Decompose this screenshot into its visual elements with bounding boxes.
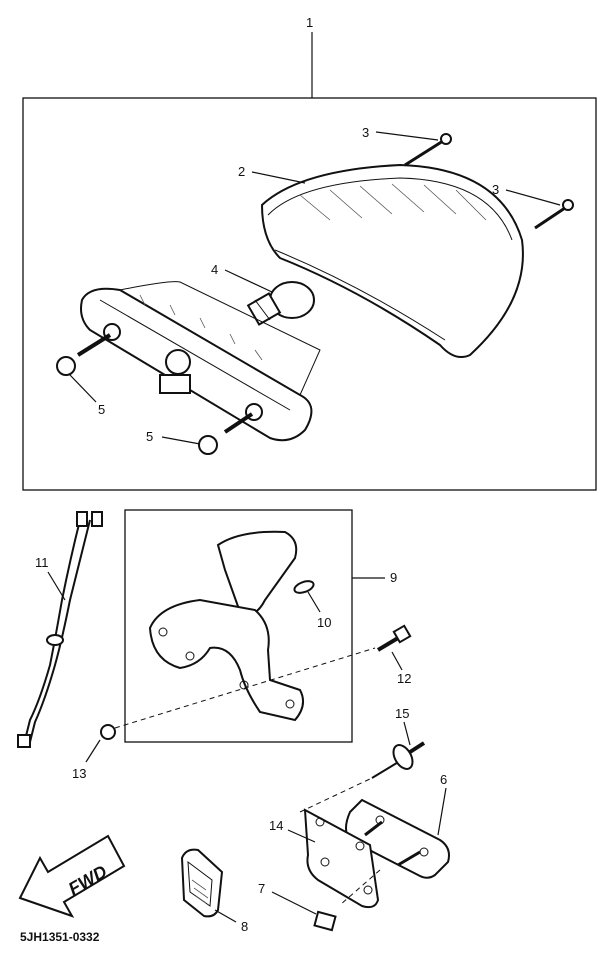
wire-harness-part <box>17 511 103 748</box>
callout-3a: 3 <box>362 125 369 140</box>
tail-light-assembly-box <box>22 97 597 491</box>
callout-5b: 5 <box>146 429 153 444</box>
nut-part-left <box>56 333 112 376</box>
reflector-part <box>180 848 224 918</box>
bolt-part <box>376 624 412 652</box>
leader-5b <box>161 436 201 445</box>
screw-washer-part <box>371 741 426 779</box>
leader-3a <box>375 131 439 141</box>
leader-15 <box>403 721 411 746</box>
nut-part-bracket <box>100 724 116 740</box>
leader-11 <box>47 571 66 601</box>
leader-3b <box>505 189 561 206</box>
tail-lens-part <box>260 163 524 358</box>
callout-4: 4 <box>211 262 218 277</box>
plate-holder-part <box>303 808 421 909</box>
callout-2: 2 <box>238 164 245 179</box>
screw-part-upper <box>404 133 452 167</box>
screw-part-right <box>534 199 574 230</box>
bracket-assembly-box <box>124 509 353 743</box>
callout-13: 13 <box>72 766 86 781</box>
callout-11: 11 <box>35 555 49 570</box>
callout-12: 12 <box>397 671 411 686</box>
leader-5a <box>69 374 97 403</box>
callout-5a: 5 <box>98 402 105 417</box>
callout-7: 7 <box>258 881 265 896</box>
clip-part <box>313 910 337 932</box>
leader-6 <box>437 787 447 836</box>
callout-10: 10 <box>317 615 331 630</box>
callout-3b: 3 <box>492 182 499 197</box>
callout-1: 1 <box>306 15 313 30</box>
callout-14: 14 <box>269 818 283 833</box>
forward-arrow-icon: FWD <box>18 834 126 918</box>
alignment-line-screw <box>299 777 373 813</box>
leader-4 <box>224 269 273 293</box>
leader-14 <box>287 829 316 843</box>
leader-13 <box>85 739 101 763</box>
bulb-part <box>246 281 315 326</box>
callout-6: 6 <box>440 772 447 787</box>
leader-12 <box>391 651 403 671</box>
tail-light-base-part <box>80 281 321 442</box>
leader-8 <box>214 909 237 923</box>
bracket-part <box>148 530 305 722</box>
callout-9: 9 <box>390 570 397 585</box>
nut-part-right <box>198 412 254 455</box>
callout-15: 15 <box>395 706 409 721</box>
drawing-code: 5JH1351-0332 <box>20 930 100 944</box>
leader-7 <box>271 891 317 915</box>
leader-10 <box>307 591 321 613</box>
callout-8: 8 <box>241 919 248 934</box>
pad-part <box>293 580 315 594</box>
alignment-line-bolt <box>114 647 376 729</box>
leader-2 <box>251 171 306 184</box>
